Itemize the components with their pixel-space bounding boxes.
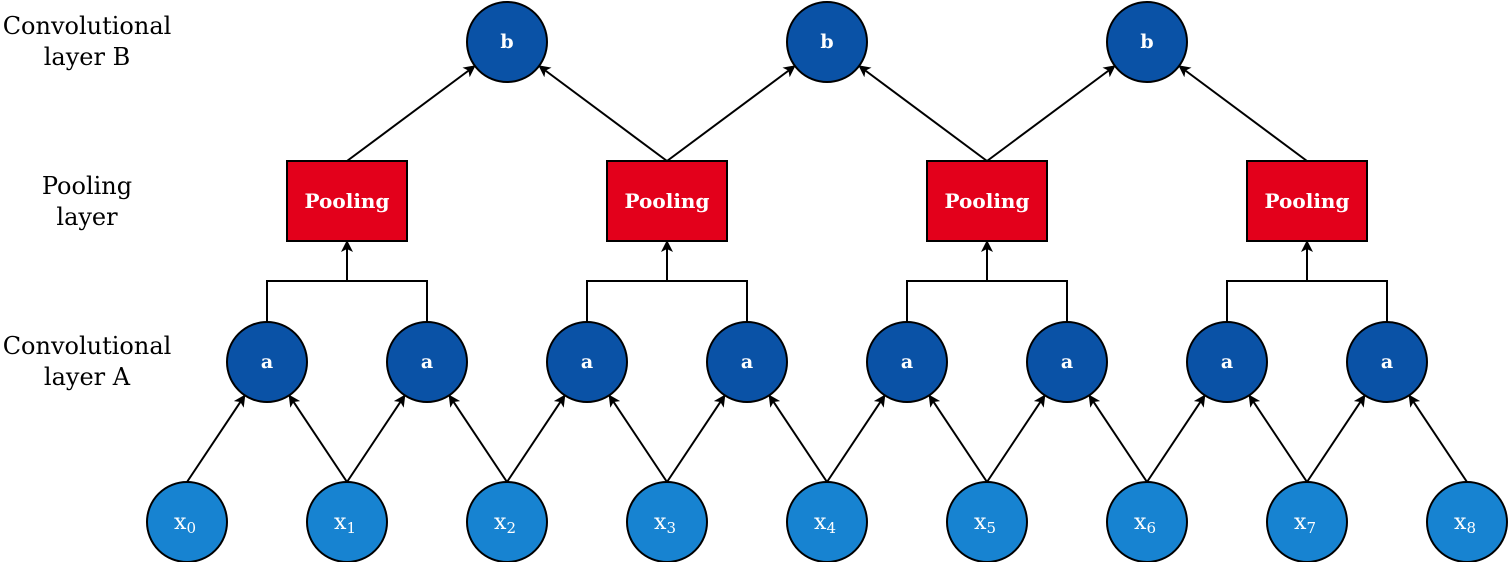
input-node-label: x5	[974, 510, 996, 538]
conv-a-node-label: a	[901, 351, 913, 373]
input-node: x6	[1106, 481, 1188, 562]
conv-a-node: a	[1186, 321, 1268, 403]
pooling-node-label: Pooling	[1265, 189, 1350, 213]
edge-input-2-to-conv-a-1	[448, 394, 508, 483]
input-node: x4	[786, 481, 868, 562]
edge-conv-a-6-to-pooling-3	[1226, 280, 1307, 322]
edge-input-1-to-conv-a-0	[288, 394, 348, 483]
edge-input-6-to-conv-a-6	[1146, 394, 1206, 483]
conv-b-node-label: b	[500, 31, 513, 53]
input-node-label: x2	[494, 510, 516, 538]
input-node-label: x6	[1134, 510, 1156, 538]
edge-input-2-to-conv-a-2	[506, 394, 566, 483]
conv-b-node-label: b	[1140, 31, 1153, 53]
conv-b-node: b	[786, 1, 868, 83]
edges	[186, 65, 1468, 483]
conv-b-node: b	[466, 1, 548, 83]
conv-a-node: a	[386, 321, 468, 403]
edge-input-3-to-conv-a-2	[608, 394, 668, 483]
edge-conv-a-3-to-pooling-1	[667, 280, 748, 322]
edge-input-7-to-conv-a-6	[1248, 394, 1308, 483]
pooling-node: Pooling	[606, 160, 728, 242]
conv-a-node-label: a	[581, 351, 593, 373]
conv-b-node: b	[1106, 1, 1188, 83]
edge-input-0-to-conv-a-0	[186, 394, 246, 483]
conv-a-node-label: a	[1381, 351, 1393, 373]
edge-pooling-1-to-conv-b-1	[666, 65, 796, 162]
pooling-node: Pooling	[926, 160, 1048, 242]
conv-a-node-label: a	[1061, 351, 1073, 373]
conv-a-node: a	[1026, 321, 1108, 403]
input-node: x1	[306, 481, 388, 562]
input-node-label: x0	[174, 510, 196, 538]
input-node: x3	[626, 481, 708, 562]
edge-pooling-3-to-conv-b-2	[1178, 65, 1308, 162]
conv-a-node: a	[866, 321, 948, 403]
pooling-node-label: Pooling	[305, 189, 390, 213]
label-convolutional-layer-a: Convolutional layer A	[2, 332, 172, 391]
input-node-label: x3	[654, 510, 676, 538]
edge-input-4-to-conv-a-3	[768, 394, 828, 483]
edge-pooling-2-to-conv-b-2	[986, 65, 1116, 162]
conv-a-node: a	[226, 321, 308, 403]
conv-a-node-label: a	[261, 351, 273, 373]
conv-a-node-label: a	[1221, 351, 1233, 373]
edge-conv-a-7-to-pooling-3	[1307, 280, 1388, 322]
conv-a-node: a	[546, 321, 628, 403]
edge-input-5-to-conv-a-5	[986, 394, 1046, 483]
input-node-label: x4	[814, 510, 836, 538]
conv-a-node-label: a	[741, 351, 753, 373]
pooling-node: Pooling	[286, 160, 408, 242]
label-pooling-layer: Pooling layer	[41, 172, 133, 231]
input-node: x8	[1426, 481, 1508, 562]
pooling-node-label: Pooling	[945, 189, 1030, 213]
input-node: x0	[146, 481, 228, 562]
edge-pooling-0-to-conv-b-0	[346, 65, 476, 162]
edge-input-4-to-conv-a-4	[826, 394, 886, 483]
edge-pooling-2-to-conv-b-1	[858, 65, 988, 162]
edge-input-6-to-conv-a-5	[1088, 394, 1148, 483]
edge-input-5-to-conv-a-4	[928, 394, 988, 483]
input-node: x2	[466, 481, 548, 562]
edge-input-1-to-conv-a-1	[346, 394, 406, 483]
input-node-label: x7	[1294, 510, 1316, 538]
input-node-label: x1	[334, 510, 356, 538]
edge-input-7-to-conv-a-7	[1306, 394, 1366, 483]
input-node-label: x8	[1454, 510, 1476, 538]
edge-conv-a-1-to-pooling-0	[347, 280, 428, 322]
edge-conv-a-0-to-pooling-0	[266, 280, 347, 322]
pooling-node-label: Pooling	[625, 189, 710, 213]
edge-pooling-1-to-conv-b-0	[538, 65, 668, 162]
edge-input-8-to-conv-a-7	[1408, 394, 1468, 483]
edge-conv-a-2-to-pooling-1	[586, 280, 667, 322]
pooling-node: Pooling	[1246, 160, 1368, 242]
edge-conv-a-5-to-pooling-2	[987, 280, 1068, 322]
conv-b-node-label: b	[820, 31, 833, 53]
input-node: x5	[946, 481, 1028, 562]
input-node: x7	[1266, 481, 1348, 562]
conv-a-node: a	[1346, 321, 1428, 403]
conv-a-node: a	[706, 321, 788, 403]
edge-conv-a-4-to-pooling-2	[906, 280, 987, 322]
conv-a-node-label: a	[421, 351, 433, 373]
edge-input-3-to-conv-a-3	[666, 394, 726, 483]
label-convolutional-layer-b: Convolutional layer B	[2, 12, 172, 71]
